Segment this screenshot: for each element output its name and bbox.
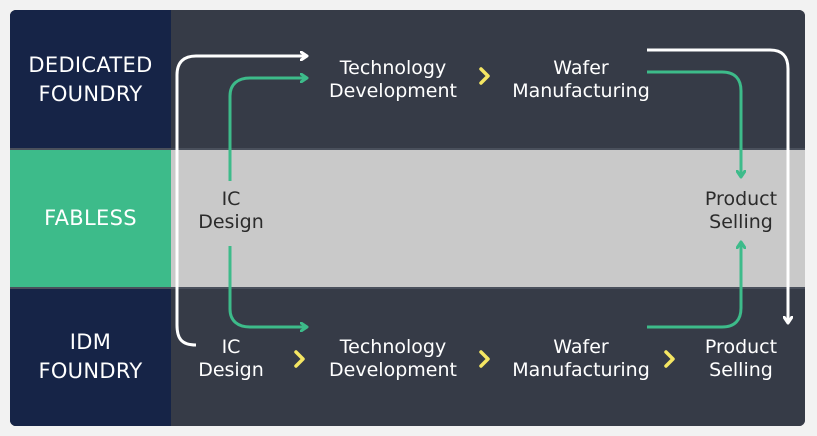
fabless-ic-design: IC Design bbox=[190, 188, 272, 234]
white-path-wafer-to-selling bbox=[647, 48, 788, 322]
chevron-right-icon bbox=[479, 67, 490, 85]
idm-line1: IDM bbox=[69, 330, 112, 354]
idm-product-selling: Product Selling bbox=[697, 336, 785, 382]
top-technology-development: Technology Development bbox=[322, 57, 464, 103]
row-fabless: FABLESS bbox=[10, 149, 805, 288]
fabless-product-selling: Product Selling bbox=[697, 188, 785, 234]
fabless-text: FABLESS bbox=[44, 206, 137, 230]
row-dedicated-foundry: DEDICATED FOUNDRY bbox=[10, 10, 805, 149]
top-tech-line2: Development bbox=[329, 80, 457, 102]
chevron-right-icon bbox=[294, 350, 305, 368]
row-separator bbox=[10, 148, 805, 150]
mid-selling-line2: Selling bbox=[709, 211, 773, 233]
mid-ic-line1: IC bbox=[221, 188, 241, 210]
top-tech-line1: Technology bbox=[339, 57, 447, 79]
green-path-ic-up bbox=[228, 78, 306, 181]
bot-wafer-line1: Wafer bbox=[553, 336, 609, 358]
top-wafer-line2: Manufacturing bbox=[512, 80, 650, 102]
idm-ic-design: IC Design bbox=[190, 336, 272, 382]
chevron-right-icon bbox=[479, 350, 490, 368]
green-path-ic-down bbox=[228, 246, 306, 327]
bot-ic-line1: IC bbox=[221, 336, 241, 358]
mid-ic-line2: Design bbox=[198, 211, 264, 233]
bot-wafer-line2: Manufacturing bbox=[512, 359, 650, 381]
bot-selling-line1: Product bbox=[704, 336, 778, 358]
top-wafer-line1: Wafer bbox=[553, 57, 609, 79]
bot-tech-line1: Technology bbox=[339, 336, 447, 358]
dedicated-line2: FOUNDRY bbox=[38, 81, 143, 106]
dedicated-foundry-label: DEDICATED FOUNDRY bbox=[10, 10, 171, 149]
idm-line2: FOUNDRY bbox=[38, 359, 143, 383]
green-path-wafer-down bbox=[647, 70, 741, 176]
idm-technology-development: Technology Development bbox=[322, 336, 464, 382]
white-path-idm-to-foundry bbox=[175, 56, 306, 347]
row-separator bbox=[10, 287, 805, 289]
top-wafer-manufacturing: Wafer Manufacturing bbox=[503, 57, 659, 103]
mid-selling-line1: Product bbox=[704, 188, 778, 210]
bot-selling-line2: Selling bbox=[709, 359, 773, 381]
idm-foundry-label: IDM FOUNDRY bbox=[10, 288, 171, 426]
green-path-wafer-up bbox=[647, 243, 741, 329]
dedicated-line1: DEDICATED bbox=[28, 52, 153, 77]
fabless-label: FABLESS bbox=[10, 149, 171, 288]
bot-ic-line2: Design bbox=[198, 359, 264, 381]
bot-tech-line2: Development bbox=[329, 359, 457, 381]
idm-wafer-manufacturing: Wafer Manufacturing bbox=[503, 336, 659, 382]
chevron-right-icon bbox=[664, 350, 675, 368]
diagram-frame: DEDICATED FOUNDRY FABLESS IDM FOUNDRY bbox=[10, 10, 805, 426]
